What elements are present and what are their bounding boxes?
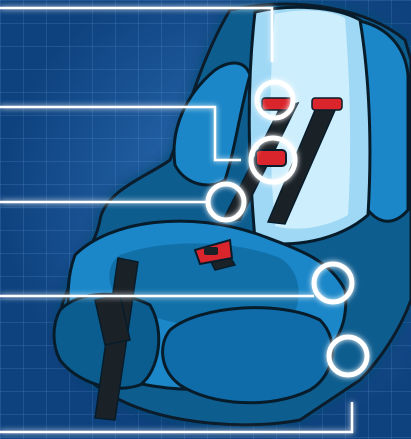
shoulder-pad-left: [262, 98, 292, 110]
chest-clip: [256, 150, 286, 166]
shoulder-pad-right: [312, 98, 342, 110]
front-bolster: [163, 308, 333, 403]
